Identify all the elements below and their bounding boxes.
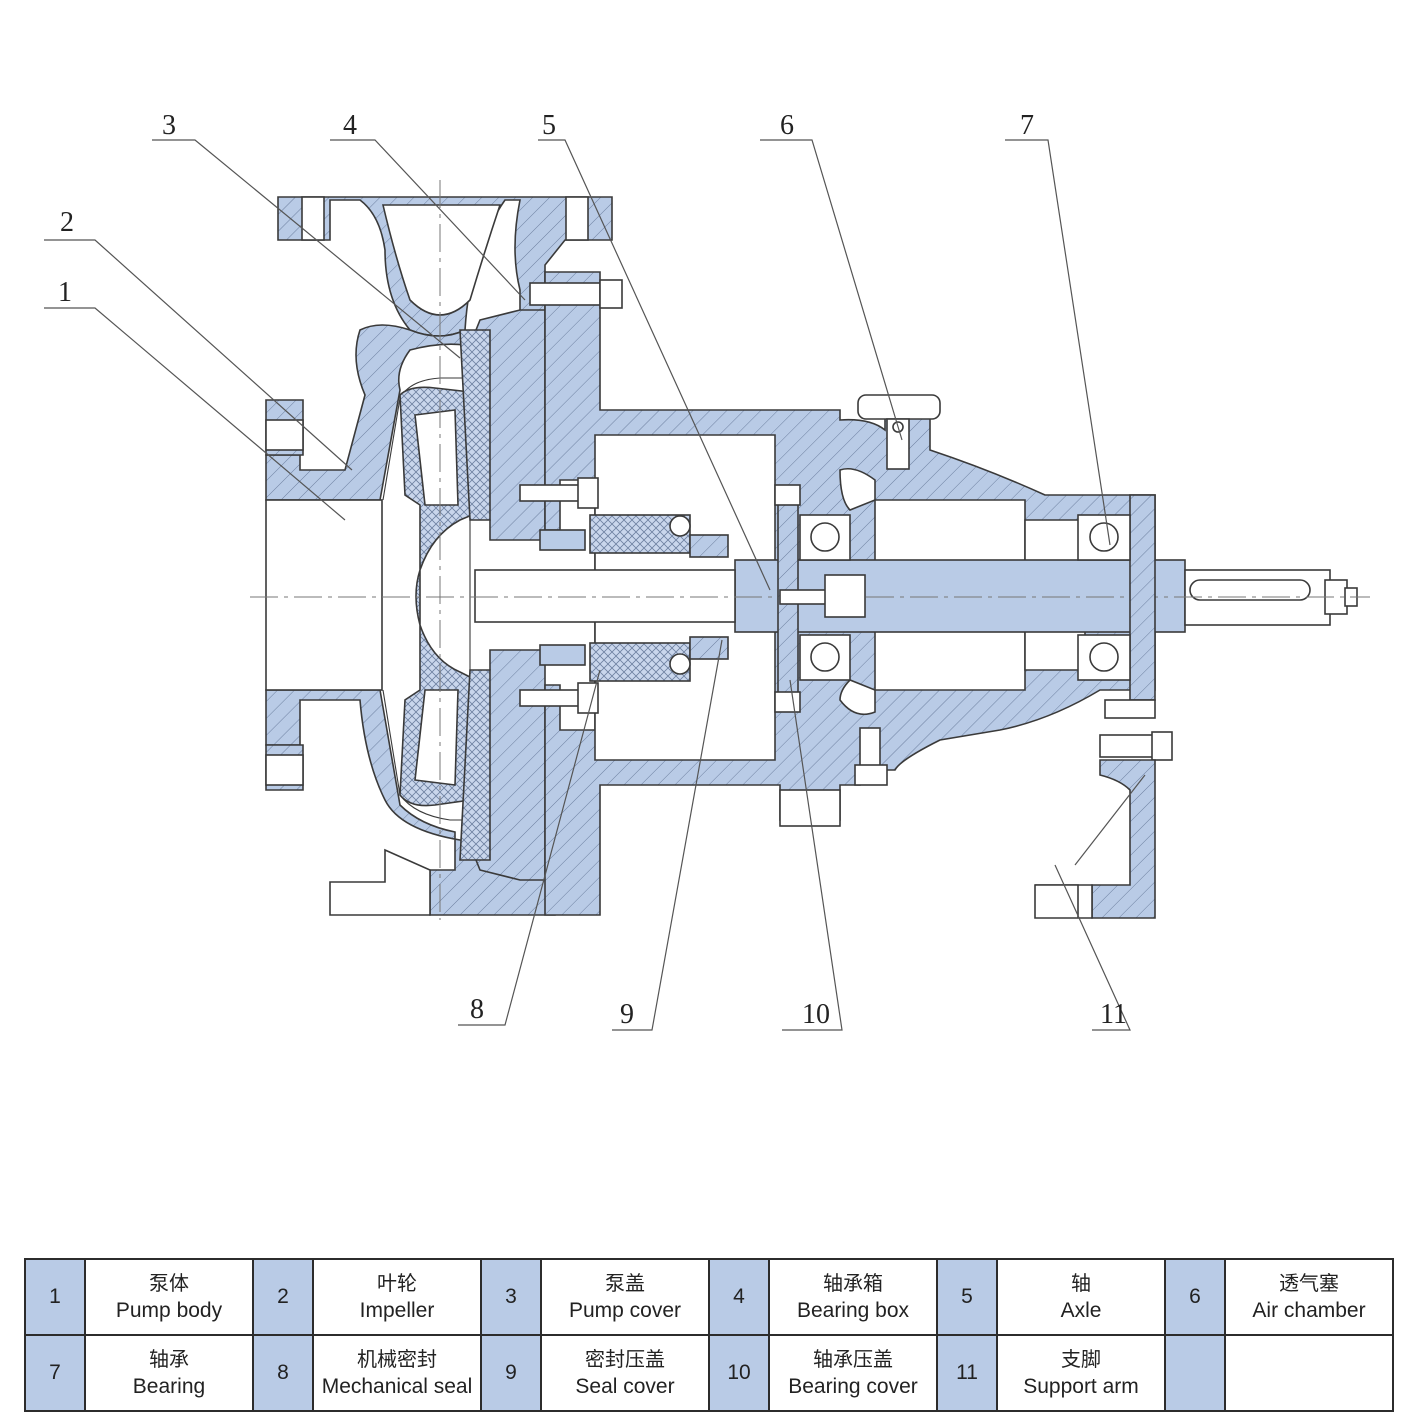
legend-number: 6 <box>1164 1258 1226 1336</box>
legend-number: 3 <box>480 1258 542 1336</box>
legend-row: 1 泵体 Pump body 2 叶轮 Impeller 3 泵盖 Pump cove… <box>24 1258 1394 1336</box>
callout-6: 6 <box>780 110 794 141</box>
legend-name-cn: 叶轮 <box>377 1271 417 1295</box>
bearings <box>799 514 1131 681</box>
callout-11: 11 <box>1100 999 1127 1030</box>
parts-legend-table: 1 泵体 Pump body 2 叶轮 Impeller 3 泵盖 Pump cove… <box>24 1258 1394 1412</box>
legend-part-name: 轴承 Bearing <box>84 1334 254 1412</box>
legend-part-name-empty <box>1224 1334 1394 1412</box>
axle <box>250 180 1370 920</box>
legend-part-name: 轴承压盖 Bearing cover <box>768 1334 938 1412</box>
callout-2: 2 <box>60 207 74 238</box>
callout-1: 1 <box>58 277 72 308</box>
legend-part-name: 泵体 Pump body <box>84 1258 254 1336</box>
legend-part-name: 轴 Axle <box>996 1258 1166 1336</box>
legend-name-cn: 轴承压盖 <box>813 1347 893 1371</box>
legend-name-cn: 轴 <box>1071 1271 1091 1295</box>
legend-part-name: 密封压盖 Seal cover <box>540 1334 710 1412</box>
legend-part-name: 透气塞 Air chamber <box>1224 1258 1394 1336</box>
legend-number: 1 <box>24 1258 86 1336</box>
legend-part-name: 机械密封 Mechanical seal <box>312 1334 482 1412</box>
pump-cross-section-diagram: 1 2 3 4 5 6 7 8 9 10 11 <box>44 110 1370 1031</box>
legend-name-cn: 泵盖 <box>605 1271 645 1295</box>
air-chamber <box>857 394 941 470</box>
legend-name-en: Impeller <box>359 1299 435 1322</box>
legend-name-en: Pump body <box>115 1299 223 1322</box>
legend-name-cn: 轴承 <box>149 1347 189 1371</box>
legend-part-name: 叶轮 Impeller <box>312 1258 482 1336</box>
legend-name-en: Support arm <box>1023 1375 1139 1398</box>
legend-number: 5 <box>936 1258 998 1336</box>
legend-name-en: Axle <box>1060 1299 1102 1322</box>
legend-number: 8 <box>252 1334 314 1412</box>
callout-7: 7 <box>1020 110 1034 141</box>
legend-part-name: 支脚 Support arm <box>996 1334 1166 1412</box>
callout-3: 3 <box>162 110 176 141</box>
impeller <box>399 386 473 807</box>
callout-9: 9 <box>620 999 634 1030</box>
seal-cover <box>689 534 729 660</box>
legend-name-en: Bearing box <box>796 1299 910 1322</box>
legend-name-cn: 轴承箱 <box>823 1271 883 1295</box>
legend-name-cn: 支脚 <box>1061 1347 1101 1371</box>
legend-number: 2 <box>252 1258 314 1336</box>
callout-labels: 1 2 3 4 5 6 7 8 9 10 11 <box>58 110 1127 1030</box>
callout-10: 10 <box>802 999 830 1030</box>
legend-number: 7 <box>24 1334 86 1412</box>
legend-name-en: Bearing <box>132 1375 206 1398</box>
legend-number: 4 <box>708 1258 770 1336</box>
legend-name-en: Seal cover <box>575 1375 675 1398</box>
legend-name-en: Air chamber <box>1252 1299 1366 1322</box>
legend-name-cn: 密封压盖 <box>585 1347 665 1371</box>
legend-name-cn: 透气塞 <box>1279 1271 1339 1295</box>
legend-number: 10 <box>708 1334 770 1412</box>
bolts <box>519 279 1173 827</box>
callout-4: 4 <box>343 110 357 141</box>
leader-lines <box>44 139 1146 1031</box>
legend-name-en: Mechanical seal <box>321 1375 473 1398</box>
legend-number-empty <box>1164 1334 1226 1412</box>
legend-part-name: 轴承箱 Bearing box <box>768 1258 938 1336</box>
legend-name-en: Bearing cover <box>788 1375 918 1398</box>
legend-part-name: 泵盖 Pump cover <box>540 1258 710 1336</box>
legend-number: 9 <box>480 1334 542 1412</box>
legend-name-cn: 机械密封 <box>357 1347 437 1371</box>
legend-number: 11 <box>936 1334 998 1412</box>
callout-8: 8 <box>470 994 484 1025</box>
callout-5: 5 <box>542 110 556 141</box>
legend-row: 7 轴承 Bearing 8 机械密封 Mechanical seal 9 密封压盖… <box>24 1334 1394 1412</box>
mechanical-seal <box>539 514 691 682</box>
legend-name-cn: 泵体 <box>149 1271 189 1295</box>
legend-name-en: Pump cover <box>568 1299 682 1322</box>
